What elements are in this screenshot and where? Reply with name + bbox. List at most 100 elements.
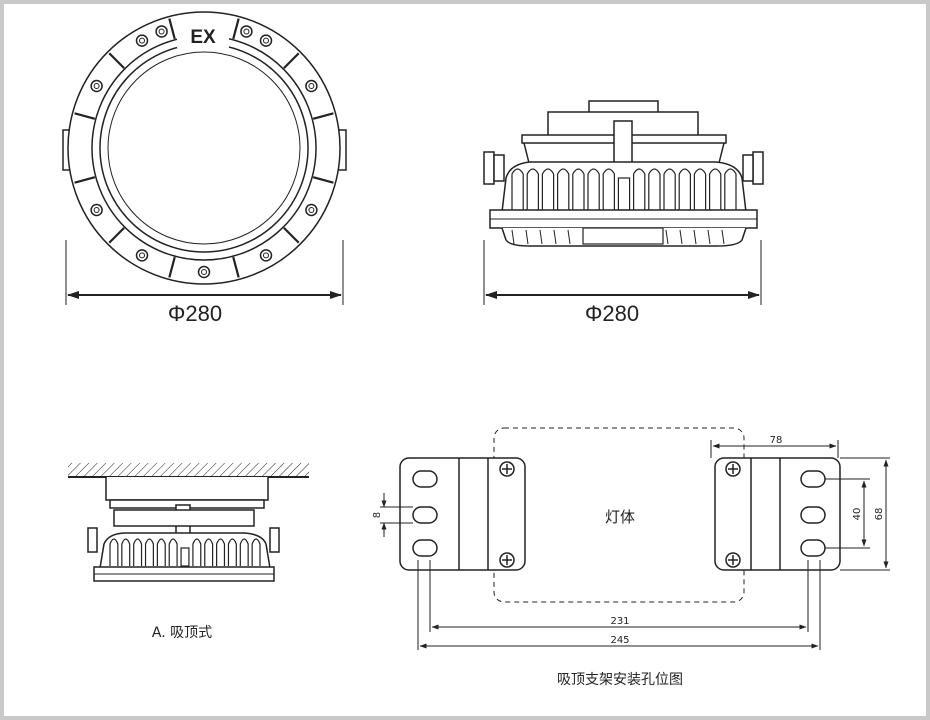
bolt-icon bbox=[90, 203, 103, 217]
lamp-body-label: 灯体 bbox=[605, 508, 635, 526]
ring-separator bbox=[283, 52, 300, 69]
side-lug-right bbox=[269, 527, 280, 553]
fin bbox=[693, 168, 707, 210]
slot-hole bbox=[412, 470, 438, 488]
lower-fin bbox=[693, 229, 697, 245]
bolt-inner bbox=[139, 37, 145, 44]
ring-separator bbox=[312, 112, 334, 120]
ring-decoration bbox=[74, 18, 334, 279]
ring-separator bbox=[74, 176, 96, 184]
bolt-icon bbox=[305, 203, 318, 217]
ring-separator bbox=[168, 18, 176, 40]
side-lug-left-inner bbox=[493, 154, 505, 182]
bracket-right bbox=[714, 457, 841, 571]
outer-ring bbox=[67, 11, 341, 285]
hole-layout-caption: 吸顶支架安装孔位图 bbox=[557, 672, 683, 688]
fin bbox=[227, 538, 237, 566]
fin bbox=[633, 168, 646, 210]
ceiling-hatch bbox=[68, 463, 309, 477]
bolt-icon bbox=[240, 25, 253, 38]
bolt-inner bbox=[263, 37, 269, 44]
slot-hole bbox=[412, 506, 438, 524]
bolt-icon bbox=[90, 79, 103, 93]
fin bbox=[144, 538, 154, 566]
bolt-inner bbox=[93, 207, 100, 213]
ring-separator bbox=[74, 112, 96, 120]
heatsink-fins bbox=[109, 538, 261, 567]
bolt-inner bbox=[158, 28, 165, 35]
side-lug-right bbox=[752, 151, 764, 185]
fin bbox=[678, 168, 691, 210]
ex-badge: EX bbox=[190, 27, 216, 48]
lower-fin bbox=[665, 229, 669, 245]
bolt-inner bbox=[139, 252, 145, 259]
fin bbox=[541, 168, 555, 210]
bolt-icon bbox=[259, 34, 273, 47]
fin bbox=[557, 168, 570, 210]
fin bbox=[192, 538, 202, 566]
lower-fin bbox=[539, 229, 543, 245]
diameter-label: Φ280 bbox=[585, 301, 639, 326]
center-block bbox=[180, 547, 190, 567]
bolt-inner bbox=[243, 28, 250, 35]
bolt-icon bbox=[135, 34, 149, 47]
lower-fin bbox=[707, 229, 711, 245]
lower-center-block bbox=[582, 227, 664, 245]
fin bbox=[216, 538, 226, 566]
glass bbox=[107, 51, 301, 245]
side-lug-right-inner bbox=[742, 154, 754, 182]
ring-separator bbox=[312, 176, 334, 184]
fin bbox=[709, 168, 722, 210]
fin bbox=[587, 168, 600, 210]
fin bbox=[663, 168, 676, 210]
fin bbox=[602, 168, 615, 210]
dimension-8-label: 8 bbox=[372, 512, 383, 518]
ring-separator bbox=[108, 227, 125, 244]
side-view: Φ280 bbox=[483, 100, 764, 326]
fin bbox=[133, 538, 143, 566]
side-lug-left bbox=[483, 151, 495, 185]
bolt-icon bbox=[135, 249, 149, 262]
side-lug-left bbox=[87, 527, 98, 553]
dimension-40-label: 40 bbox=[852, 508, 863, 521]
dimension-68-label: 68 bbox=[874, 508, 885, 521]
fin bbox=[251, 538, 261, 566]
fin bbox=[156, 538, 166, 566]
bolt-icon bbox=[259, 249, 273, 262]
center-block bbox=[617, 177, 631, 211]
lower-fin bbox=[567, 229, 571, 245]
ring-separator bbox=[232, 256, 240, 278]
screws bbox=[499, 461, 741, 568]
fin bbox=[121, 538, 131, 566]
bracket-plate bbox=[113, 509, 255, 527]
diameter-label: Φ280 bbox=[168, 301, 222, 326]
fin bbox=[724, 168, 737, 210]
lower-fin bbox=[511, 229, 515, 245]
lower-fin bbox=[721, 229, 725, 245]
lower-fin bbox=[679, 229, 683, 245]
fin bbox=[239, 538, 249, 566]
lower-fin bbox=[525, 229, 529, 245]
dimension-245-label: 245 bbox=[610, 635, 629, 646]
ring-separator bbox=[232, 18, 240, 40]
dimension-78-label: 78 bbox=[770, 435, 783, 446]
ceiling-bracket bbox=[105, 477, 269, 501]
mount-caption: A. 吸顶式 bbox=[152, 625, 212, 641]
bolt-inner bbox=[201, 269, 207, 275]
heatsink-fins bbox=[511, 168, 737, 211]
bolt-icon bbox=[305, 79, 318, 93]
hole-layout-view: 灯体 78 8 40 68 bbox=[372, 427, 890, 688]
lower-fins bbox=[511, 227, 725, 245]
fin bbox=[526, 168, 539, 210]
ceiling-mount-view: A. 吸顶式 bbox=[68, 463, 309, 641]
bolt-inner bbox=[93, 83, 100, 89]
bolt-icon bbox=[155, 25, 168, 38]
bolt-inner bbox=[308, 207, 315, 213]
bolt-icon bbox=[197, 265, 211, 279]
fin bbox=[204, 538, 214, 566]
fin bbox=[109, 538, 119, 566]
ex-badge-bg bbox=[177, 22, 229, 48]
slot-hole bbox=[412, 539, 438, 557]
